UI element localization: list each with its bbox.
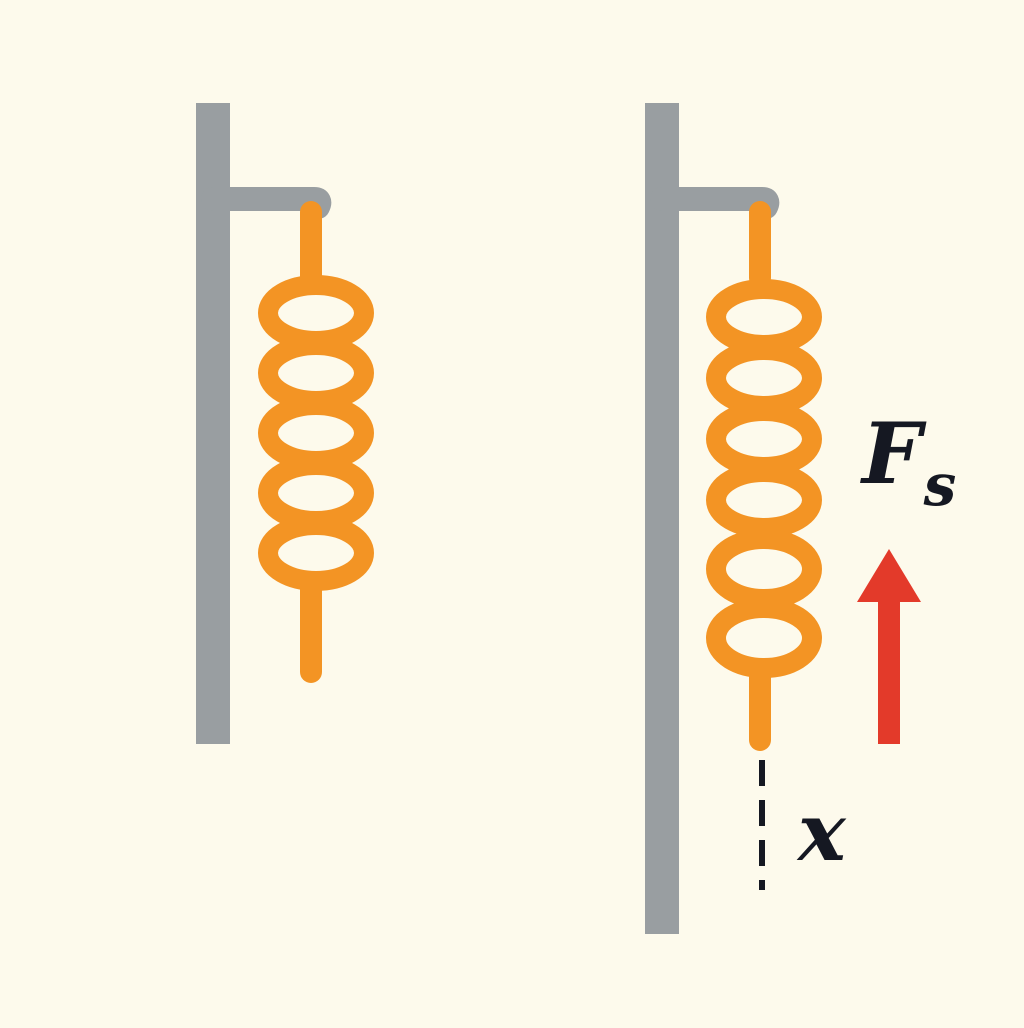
force-arrow-head (857, 549, 921, 602)
right-spring-coils (706, 279, 822, 678)
left-spring-coil (258, 455, 374, 531)
displacement-label: x (798, 785, 846, 879)
force-symbol: F (862, 404, 922, 503)
left-spring-coil (258, 275, 374, 351)
right-spring-coil (706, 598, 822, 678)
force-arrow-shaft (878, 596, 900, 744)
right-spring-coil (706, 340, 822, 416)
right-stand-pole (645, 103, 679, 934)
left-spring-coil (258, 515, 374, 591)
spring-force-label: Fs (862, 412, 956, 515)
left-spring-coil (258, 395, 374, 471)
right-spring-coil (706, 529, 822, 609)
spring-force-arrow (857, 549, 921, 744)
left-setup (196, 103, 374, 744)
force-subscript: s (923, 451, 957, 519)
left-spring-coil (258, 335, 374, 411)
right-spring-coil (706, 279, 822, 355)
right-spring-coil (706, 462, 822, 538)
right-setup (645, 103, 921, 934)
right-spring-coil (706, 401, 822, 477)
left-spring-coils (258, 275, 374, 591)
